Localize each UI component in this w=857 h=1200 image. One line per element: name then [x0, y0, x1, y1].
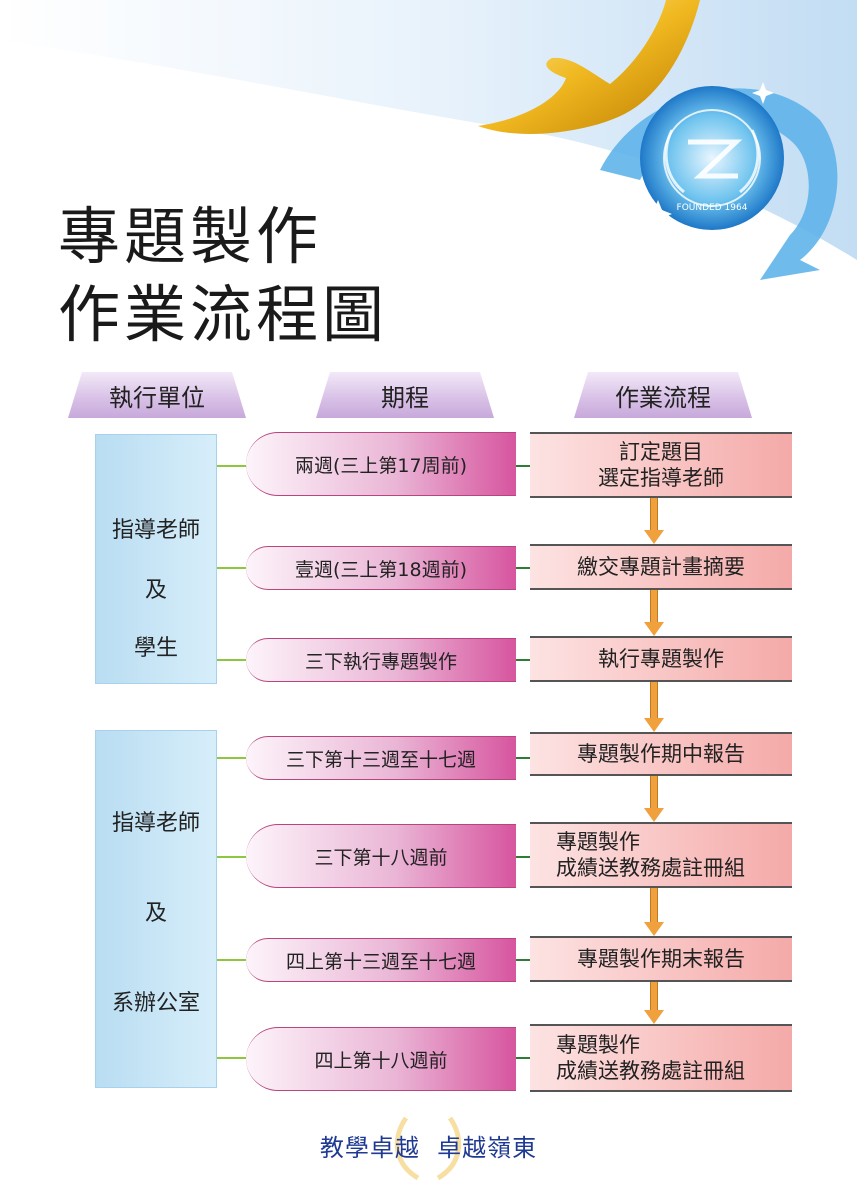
- unit-2-line-3: 系辦公室: [111, 991, 200, 1016]
- connector: [217, 1057, 247, 1059]
- down-arrow-icon: [644, 776, 664, 822]
- unit-2-line-1: 指導老師: [111, 811, 200, 836]
- period-4: 三下第十三週至十七週: [246, 736, 516, 780]
- connector: [516, 659, 530, 661]
- connector: [217, 659, 247, 661]
- period-1: 兩週(三上第17周前): [246, 432, 516, 496]
- unit-1-line-2: 及: [144, 578, 167, 603]
- down-arrow-icon: [644, 888, 664, 936]
- unit-1-line-3: 學生: [133, 636, 178, 661]
- step-3-line-1: 執行專題製作: [598, 646, 724, 671]
- header-decoration: FOUNDED 1964: [0, 0, 857, 280]
- emblem-mark: [688, 139, 743, 179]
- down-arrow-icon: [644, 982, 664, 1024]
- sparkle-icon: [644, 200, 672, 228]
- connector: [516, 959, 530, 961]
- unit-box-2: [95, 730, 217, 1088]
- wreath-right: [739, 129, 760, 194]
- gold-eagle-icon: [478, 0, 700, 134]
- period-6: 四上第十三週至十七週: [246, 938, 516, 982]
- step-1-line-1: 訂定題目: [619, 439, 703, 464]
- step-3: 執行專題製作: [530, 636, 792, 682]
- step-6-line-1: 專題製作期末報告: [577, 946, 745, 971]
- logo-text: FOUNDED 1964: [677, 203, 748, 213]
- step-1-line-2: 選定指導老師: [598, 466, 724, 490]
- connector: [516, 465, 530, 467]
- down-arrow-icon: [644, 590, 664, 636]
- down-arrow-icon: [644, 682, 664, 732]
- step-5-line-2: 成績送教務處註冊組: [556, 856, 745, 880]
- step-7: 專題製作 成績送教務處註冊組: [530, 1024, 792, 1092]
- period-7: 四上第十八週前: [246, 1027, 516, 1091]
- period-5: 三下第十八週前: [246, 824, 516, 888]
- down-arrow-icon: [644, 498, 664, 544]
- connector: [516, 567, 530, 569]
- unit-2-line-2: 及: [144, 901, 167, 926]
- step-4: 專題製作期中報告: [530, 732, 792, 776]
- connector: [516, 856, 530, 858]
- connector: [516, 757, 530, 759]
- step-6: 專題製作期末報告: [530, 936, 792, 982]
- emblem-orb: [640, 86, 784, 230]
- connector: [217, 856, 247, 858]
- step-4-line-1: 專題製作期中報告: [577, 741, 745, 766]
- connector: [516, 1057, 530, 1059]
- step-2-line-1: 繳交專題計畫摘要: [577, 554, 745, 579]
- period-2: 壹週(三上第18週前): [246, 546, 516, 590]
- period-3: 三下執行專題製作: [246, 638, 516, 682]
- connector: [217, 465, 247, 467]
- header-process: 作業流程: [574, 372, 752, 418]
- step-2: 繳交專題計畫摘要: [530, 544, 792, 590]
- unit-1-line-1: 指導老師: [111, 518, 200, 543]
- step-5: 專題製作 成績送教務處註冊組: [530, 822, 792, 888]
- sparkle-icon-2: [752, 82, 774, 104]
- step-7-line-2: 成績送教務處註冊組: [556, 1059, 745, 1083]
- wreath-left: [664, 129, 685, 194]
- connector: [217, 757, 247, 759]
- title-line-2: 作業流程圖: [58, 278, 389, 351]
- step-7-line-1: 專題製作: [556, 1032, 640, 1057]
- connector: [217, 959, 247, 961]
- wreath-watermark-icon: [394, 1116, 462, 1181]
- step-5-line-1: 專題製作: [556, 829, 640, 854]
- footer-slogan: 教學卓越 卓越嶺東: [319, 1134, 538, 1162]
- connector: [217, 567, 247, 569]
- unit-box-1: [95, 434, 217, 684]
- header-unit: 執行單位: [68, 372, 246, 418]
- step-1: 訂定題目 選定指導老師: [530, 432, 792, 498]
- header-period: 期程: [316, 372, 494, 418]
- title-line-1: 專題製作: [58, 200, 323, 273]
